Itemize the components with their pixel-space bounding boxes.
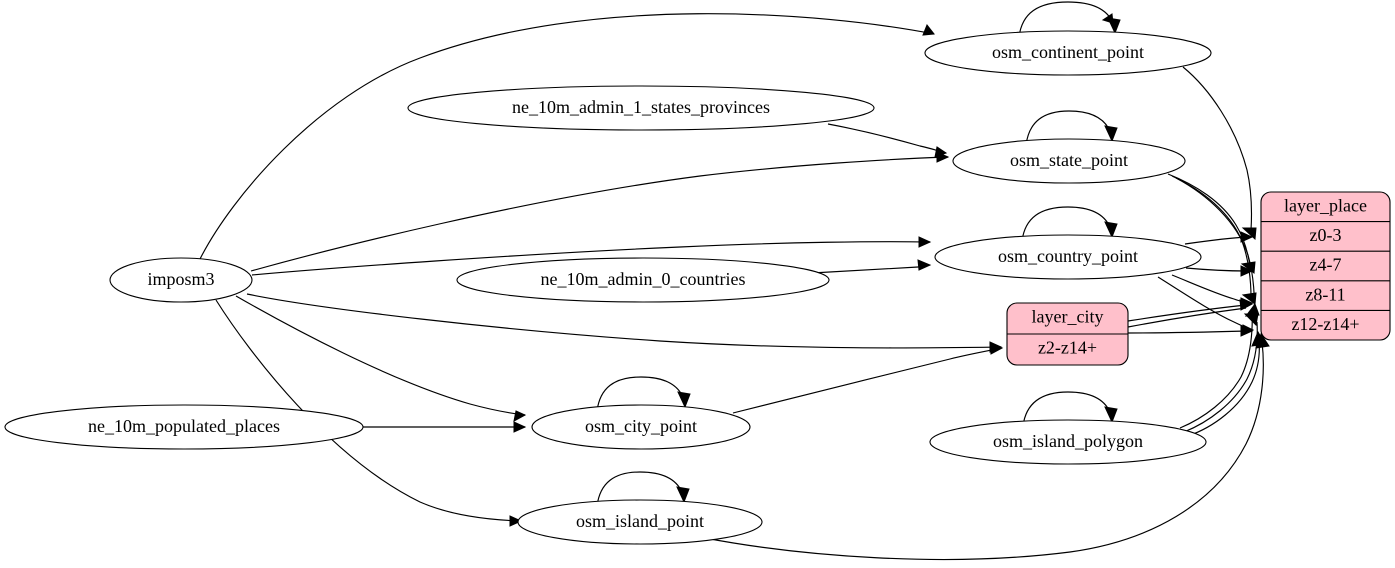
edge-imposm3-to-osm_continent_point — [199, 13, 935, 260]
edge-ne_10m_populated_places-to-osm_city_point — [363, 421, 527, 433]
node-ne_10m_populated_places-shape[interactable] — [4, 404, 364, 450]
edges-layer — [199, 1, 1270, 561]
record-layer_city-title: layer_city — [1032, 307, 1104, 327]
edge-osm_country_point-to-layer_place-z0-3 — [1184, 231, 1254, 245]
node-imposm3-label: imposm3 — [147, 269, 214, 289]
edge-osm_city_point-self-loop — [596, 376, 691, 412]
record-layer_place-row-z4-7[interactable]: z4-7 — [1310, 255, 1342, 275]
node-imposm3[interactable]: imposm3 — [109, 257, 253, 303]
edge-osm_continent_point-self-loop — [1018, 1, 1121, 38]
edge-layer_city-to-layer_place-z8-11 — [1127, 299, 1254, 322]
nodes-layer: imposm3 ne_10m_admin_1_states_provinces … — [4, 30, 1212, 545]
node-osm_continent_point[interactable]: osm_continent_point — [924, 30, 1212, 76]
edge-osm_island_polygon-to-layer_place-z12-z14 — [1187, 330, 1266, 437]
node-osm_island_polygon-label: osm_island_polygon — [993, 431, 1143, 451]
node-osm_state_point[interactable]: osm_state_point — [952, 138, 1186, 184]
node-imposm3-shape[interactable] — [109, 257, 253, 303]
record-layer_city-row-z2-z14[interactable]: z2-z14+ — [1038, 338, 1097, 358]
node-osm_continent_point-label: osm_continent_point — [992, 42, 1144, 62]
records-layer: layer_place z0-3 z4-7 z8-11 z12-z14+ lay… — [1006, 191, 1391, 366]
edge-imposm3-to-osm_state_point — [250, 151, 950, 272]
edge-imposm3-to-osm_city_point — [235, 295, 527, 422]
edge-layer_city-to-layer_place-z12-z14 — [1127, 325, 1254, 337]
record-layer_place-row-z12-z14[interactable]: z12-z14+ — [1291, 314, 1359, 334]
node-osm_state_point-label: osm_state_point — [1010, 150, 1128, 170]
record-layer_city[interactable]: layer_city z2-z14+ — [1006, 302, 1129, 366]
edge-osm_island_polygon-to-layer_place-z8-11 — [1179, 302, 1260, 429]
node-ne_10m_admin_1_states_provinces-shape[interactable] — [407, 85, 875, 131]
edge-osm_state_point-self-loop — [1025, 110, 1118, 146]
edge-osm_island_polygon-to-layer_place-z8-11-b — [1183, 321, 1258, 433]
node-ne_10m_admin_1_states_provinces[interactable]: ne_10m_admin_1_states_provinces — [407, 85, 875, 131]
node-osm_country_point-label: osm_country_point — [998, 246, 1138, 266]
record-layer_place-row-z8-11[interactable]: z8-11 — [1305, 284, 1345, 304]
node-ne_10m_admin_0_countries-shape[interactable] — [456, 257, 830, 303]
node-ne_10m_admin_1_states_provinces-label: ne_10m_admin_1_states_provinces — [512, 97, 770, 117]
record-layer_place-row-z0-3[interactable]: z0-3 — [1310, 225, 1342, 245]
edge-osm_country_point-self-loop — [1021, 206, 1118, 242]
edge-imposm3-to-layer_city — [246, 293, 1003, 353]
record-layer_place[interactable]: layer_place z0-3 z4-7 z8-11 z12-z14+ — [1260, 191, 1391, 341]
record-layer_place-title: layer_place — [1284, 196, 1367, 216]
edge-ne_10m_admin_0_countries-to-osm_country_point — [811, 259, 932, 274]
edge-imposm3-to-osm_island_point — [215, 299, 523, 527]
edge-layer_city-to-layer_place-z8-11-b — [1127, 307, 1247, 328]
record-layer_place-box[interactable] — [1260, 191, 1391, 341]
edge-osm_city_point-to-layer_city-z2-z14 — [732, 343, 1004, 414]
node-ne_10m_populated_places[interactable]: ne_10m_populated_places — [4, 404, 364, 450]
node-osm_island_point-label: osm_island_point — [576, 511, 704, 531]
node-osm_island_polygon[interactable]: osm_island_polygon — [929, 419, 1207, 465]
edge-osm_island_point-self-loop — [596, 471, 690, 507]
edge-imposm3-to-osm_country_point — [251, 236, 932, 276]
edge-osm_island_polygon-self-loop — [1022, 391, 1118, 427]
node-osm_city_point[interactable]: osm_city_point — [531, 404, 751, 450]
node-osm_continent_point-shape[interactable] — [924, 30, 1212, 76]
edge-osm_country_point-to-layer_place-z4-7 — [1185, 265, 1254, 277]
edge-ne_10m_admin_1_states_provinces-to-osm_state_point — [827, 123, 948, 158]
node-osm_island_point[interactable]: osm_island_point — [517, 499, 763, 545]
edge-osm_island_point-to-layer_place-z12-z14 — [704, 332, 1270, 561]
node-osm_state_point-shape[interactable] — [952, 138, 1186, 184]
node-ne_10m_admin_0_countries[interactable]: ne_10m_admin_0_countries — [456, 257, 830, 303]
node-ne_10m_admin_0_countries-label: ne_10m_admin_0_countries — [541, 269, 746, 289]
node-ne_10m_populated_places-label: ne_10m_populated_places — [88, 416, 280, 436]
node-osm_city_point-label: osm_city_point — [585, 416, 697, 436]
edge-osm_continent_point-to-layer_place-z0-3 — [1182, 66, 1257, 241]
node-osm_island_polygon-shape[interactable] — [929, 419, 1207, 465]
node-osm_country_point[interactable]: osm_country_point — [934, 234, 1202, 280]
node-osm_city_point-shape[interactable] — [531, 404, 751, 450]
node-osm_country_point-shape[interactable] — [934, 234, 1202, 280]
node-osm_island_point-shape[interactable] — [517, 499, 763, 545]
